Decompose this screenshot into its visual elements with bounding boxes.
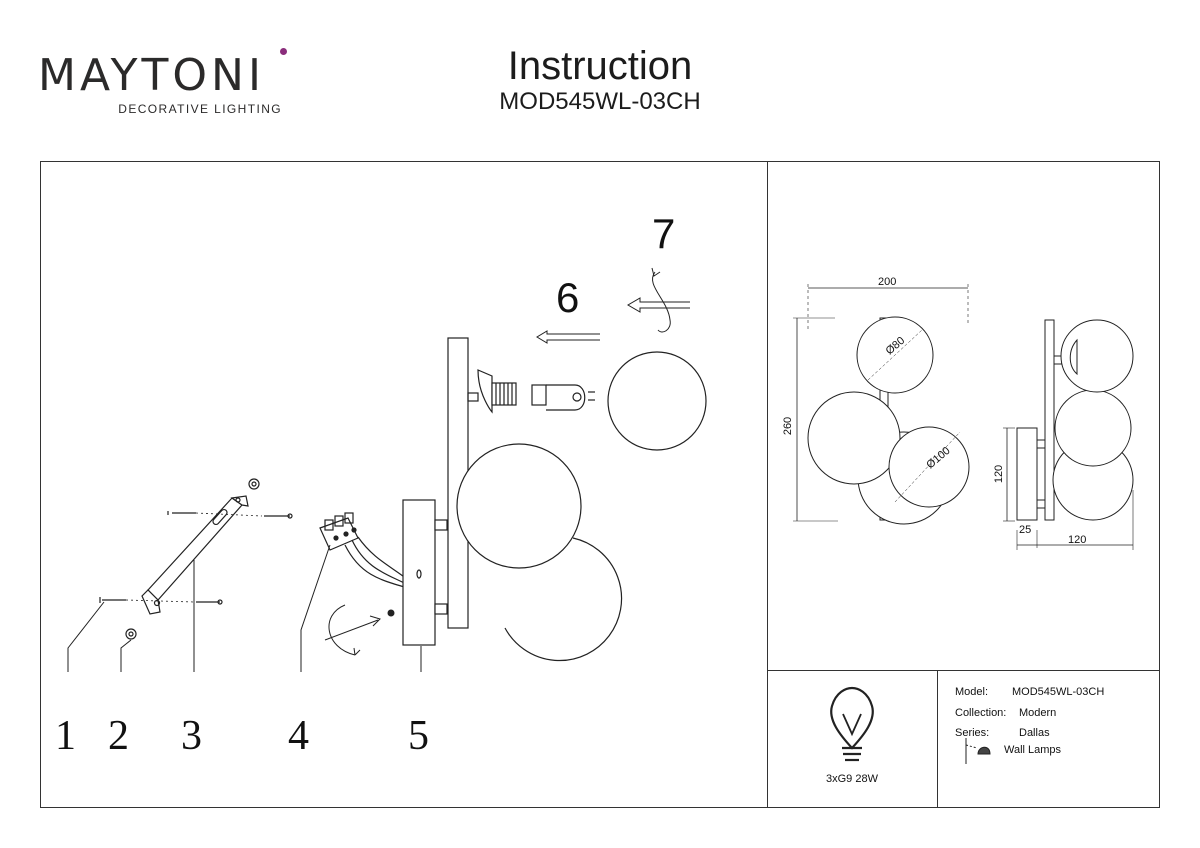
brand-tagline: DECORATIVE LIGHTING [118,102,282,116]
front-view [793,284,970,525]
rotate-arrow-icon [324,604,395,656]
part-label: 4 [288,713,309,759]
collection-label: Collection: [955,707,1007,719]
wall-lamp-icon [965,738,991,764]
screw [99,511,293,605]
light-bulb-icon [830,686,874,762]
part-label: 1 [55,713,76,759]
insert-arrow-icon [536,330,600,344]
dimension-depth: 120 [1068,534,1087,546]
brand-logo: MAYTONI DECORATIVE LIGHTING [38,48,288,116]
wall-plug [125,478,260,640]
series-value: Dallas [1019,727,1050,739]
step-label: 7 [652,210,676,257]
type-value: Wall Lamps [1004,744,1062,756]
document-title-block: Instruction MOD545WL-03CH [450,44,750,116]
part-label: 2 [108,713,129,759]
model-value: MOD545WL-03CH [1012,686,1105,698]
bulb-spec: 3xG9 28W [826,773,878,785]
twist-arrow-icon [627,267,690,333]
part-leader-lines [67,544,422,672]
part-label: 3 [181,713,202,759]
g9-bulb-icon [531,384,595,411]
logo-accent-dot [280,48,287,55]
model-code: MOD545WL-03CH [499,88,701,115]
glass-globe [607,351,707,451]
specs-panel [937,670,1160,808]
lamp-body [447,337,623,662]
part-label: 5 [408,713,429,759]
bulb-socket [467,369,517,414]
wall-canopy [402,499,448,646]
series-label: Series: [955,727,990,739]
step-label: 6 [556,274,580,321]
side-view [1003,319,1134,550]
collection-value: Modern [1019,707,1057,719]
dimension-base-depth: 25 [1019,524,1032,536]
mounting-bracket [141,495,249,615]
dimension-width: 200 [878,276,897,288]
document-title: Instruction [507,44,693,88]
brand-name: MAYTONI [38,50,265,101]
model-label: Model: [955,686,989,698]
